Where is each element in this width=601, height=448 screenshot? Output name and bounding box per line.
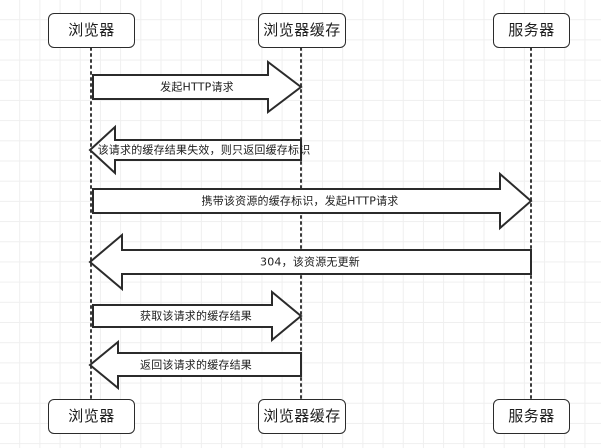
message-label-4: 304，该资源无更新 (260, 255, 360, 269)
message-label-1: 发起HTTP请求 (160, 80, 234, 94)
message-arrow-5 (92, 289, 303, 343)
actor-box-bottom-server[interactable]: 服务器 (493, 399, 570, 434)
actor-box-bottom-browser[interactable]: 浏览器 (48, 399, 135, 434)
message-arrow-4 (88, 232, 532, 292)
actor-label-bottom-browser-cache: 浏览器缓存 (263, 407, 341, 425)
message-label-3: 携带该资源的缓存标识，发起HTTP请求 (201, 194, 399, 208)
actor-box-bottom-browser-cache[interactable]: 浏览器缓存 (258, 399, 346, 434)
actor-box-top-server[interactable]: 服务器 (493, 13, 570, 48)
actor-box-top-browser-cache[interactable]: 浏览器缓存 (258, 13, 346, 48)
message-arrow-6 (88, 339, 302, 391)
message-arrow-2 (88, 124, 302, 176)
lifelines (90, 47, 532, 399)
actor-label-top-server: 服务器 (508, 21, 555, 39)
actor-label-top-browser: 浏览器 (68, 21, 115, 39)
message-label-2: 该请求的缓存结果失效，则只返回缓存标识 (97, 143, 311, 157)
message-arrow-1 (92, 59, 303, 115)
actor-label-top-browser-cache: 浏览器缓存 (263, 21, 341, 39)
actor-label-bottom-browser: 浏览器 (68, 407, 115, 425)
message-label-6: 返回该请求的缓存结果 (140, 358, 252, 372)
actor-label-bottom-server: 服务器 (508, 407, 555, 425)
message-label-5: 获取该请求的缓存结果 (140, 309, 252, 323)
message-arrow-3 (92, 171, 533, 231)
actor-box-top-browser[interactable]: 浏览器 (48, 13, 135, 48)
